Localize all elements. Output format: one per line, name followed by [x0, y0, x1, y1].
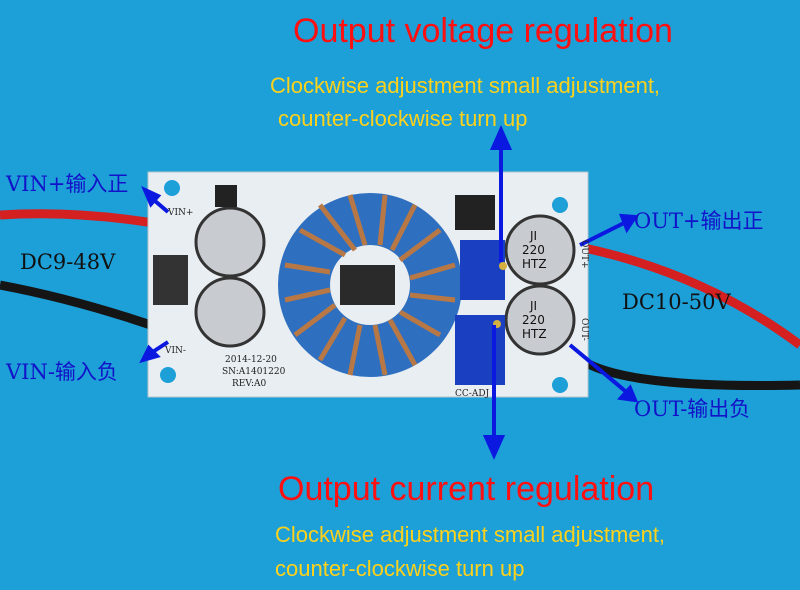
svg-text:220: 220: [522, 243, 545, 257]
pcb-cc-adj: CC-ADJ: [455, 389, 490, 399]
current-line1: Clockwise adjustment small adjustment,: [275, 522, 666, 547]
pcb-out-plus: OUT+: [579, 240, 589, 269]
black-output-wire: [566, 347, 800, 391]
pcb-out-minus: OUT-: [579, 318, 589, 341]
svg-text:220: 220: [522, 313, 545, 327]
pcb-serial: SN:A1401220: [222, 367, 286, 377]
svg-text:JI: JI: [529, 229, 537, 243]
current-line2: counter-clockwise turn up: [275, 556, 525, 581]
out-negative-label: OUT-输出负: [634, 397, 751, 421]
svg-text:HTZ: HTZ: [522, 327, 547, 341]
current-title: Output current regulation: [278, 470, 655, 508]
svg-text:HTZ: HTZ: [522, 257, 547, 271]
voltage-potentiometer: [460, 240, 505, 300]
pcb-vin-minus: VIN-: [164, 346, 186, 356]
black-input-wire: [0, 280, 167, 335]
cap-markings: JI 220 HTZ JI 220 HTZ: [522, 229, 547, 341]
ic-chip: [340, 265, 395, 305]
copper-windings: [284, 194, 456, 376]
svg-text:JI: JI: [529, 299, 537, 313]
vin-positive-label: VIN+输入正: [6, 172, 129, 196]
pcb-revision: REV:A0: [232, 379, 266, 389]
pcb-date: 2014-12-20: [225, 355, 277, 365]
annotation-arrows: [139, 125, 639, 460]
input-capacitors: [194, 206, 266, 348]
input-voltage-range: DC9-48V: [20, 250, 116, 274]
diode-d2: [455, 195, 495, 230]
out-positive-label: OUT+输出正: [634, 209, 764, 233]
red-input-wire: [0, 209, 166, 230]
voltage-title: Output voltage regulation: [293, 12, 673, 50]
transistor-q1: [215, 185, 237, 207]
output-capacitors: [504, 214, 576, 356]
voltage-line2: counter-clockwise turn up: [278, 106, 528, 131]
diode-d1: [153, 255, 188, 305]
output-voltage-range: DC10-50V: [622, 290, 731, 314]
red-output-wire: [569, 240, 800, 349]
voltage-line1: Clockwise adjustment small adjustment,: [270, 73, 661, 98]
pcb-vin-plus: VIN+: [167, 208, 193, 218]
vin-negative-label: VIN-输入负: [6, 360, 118, 384]
